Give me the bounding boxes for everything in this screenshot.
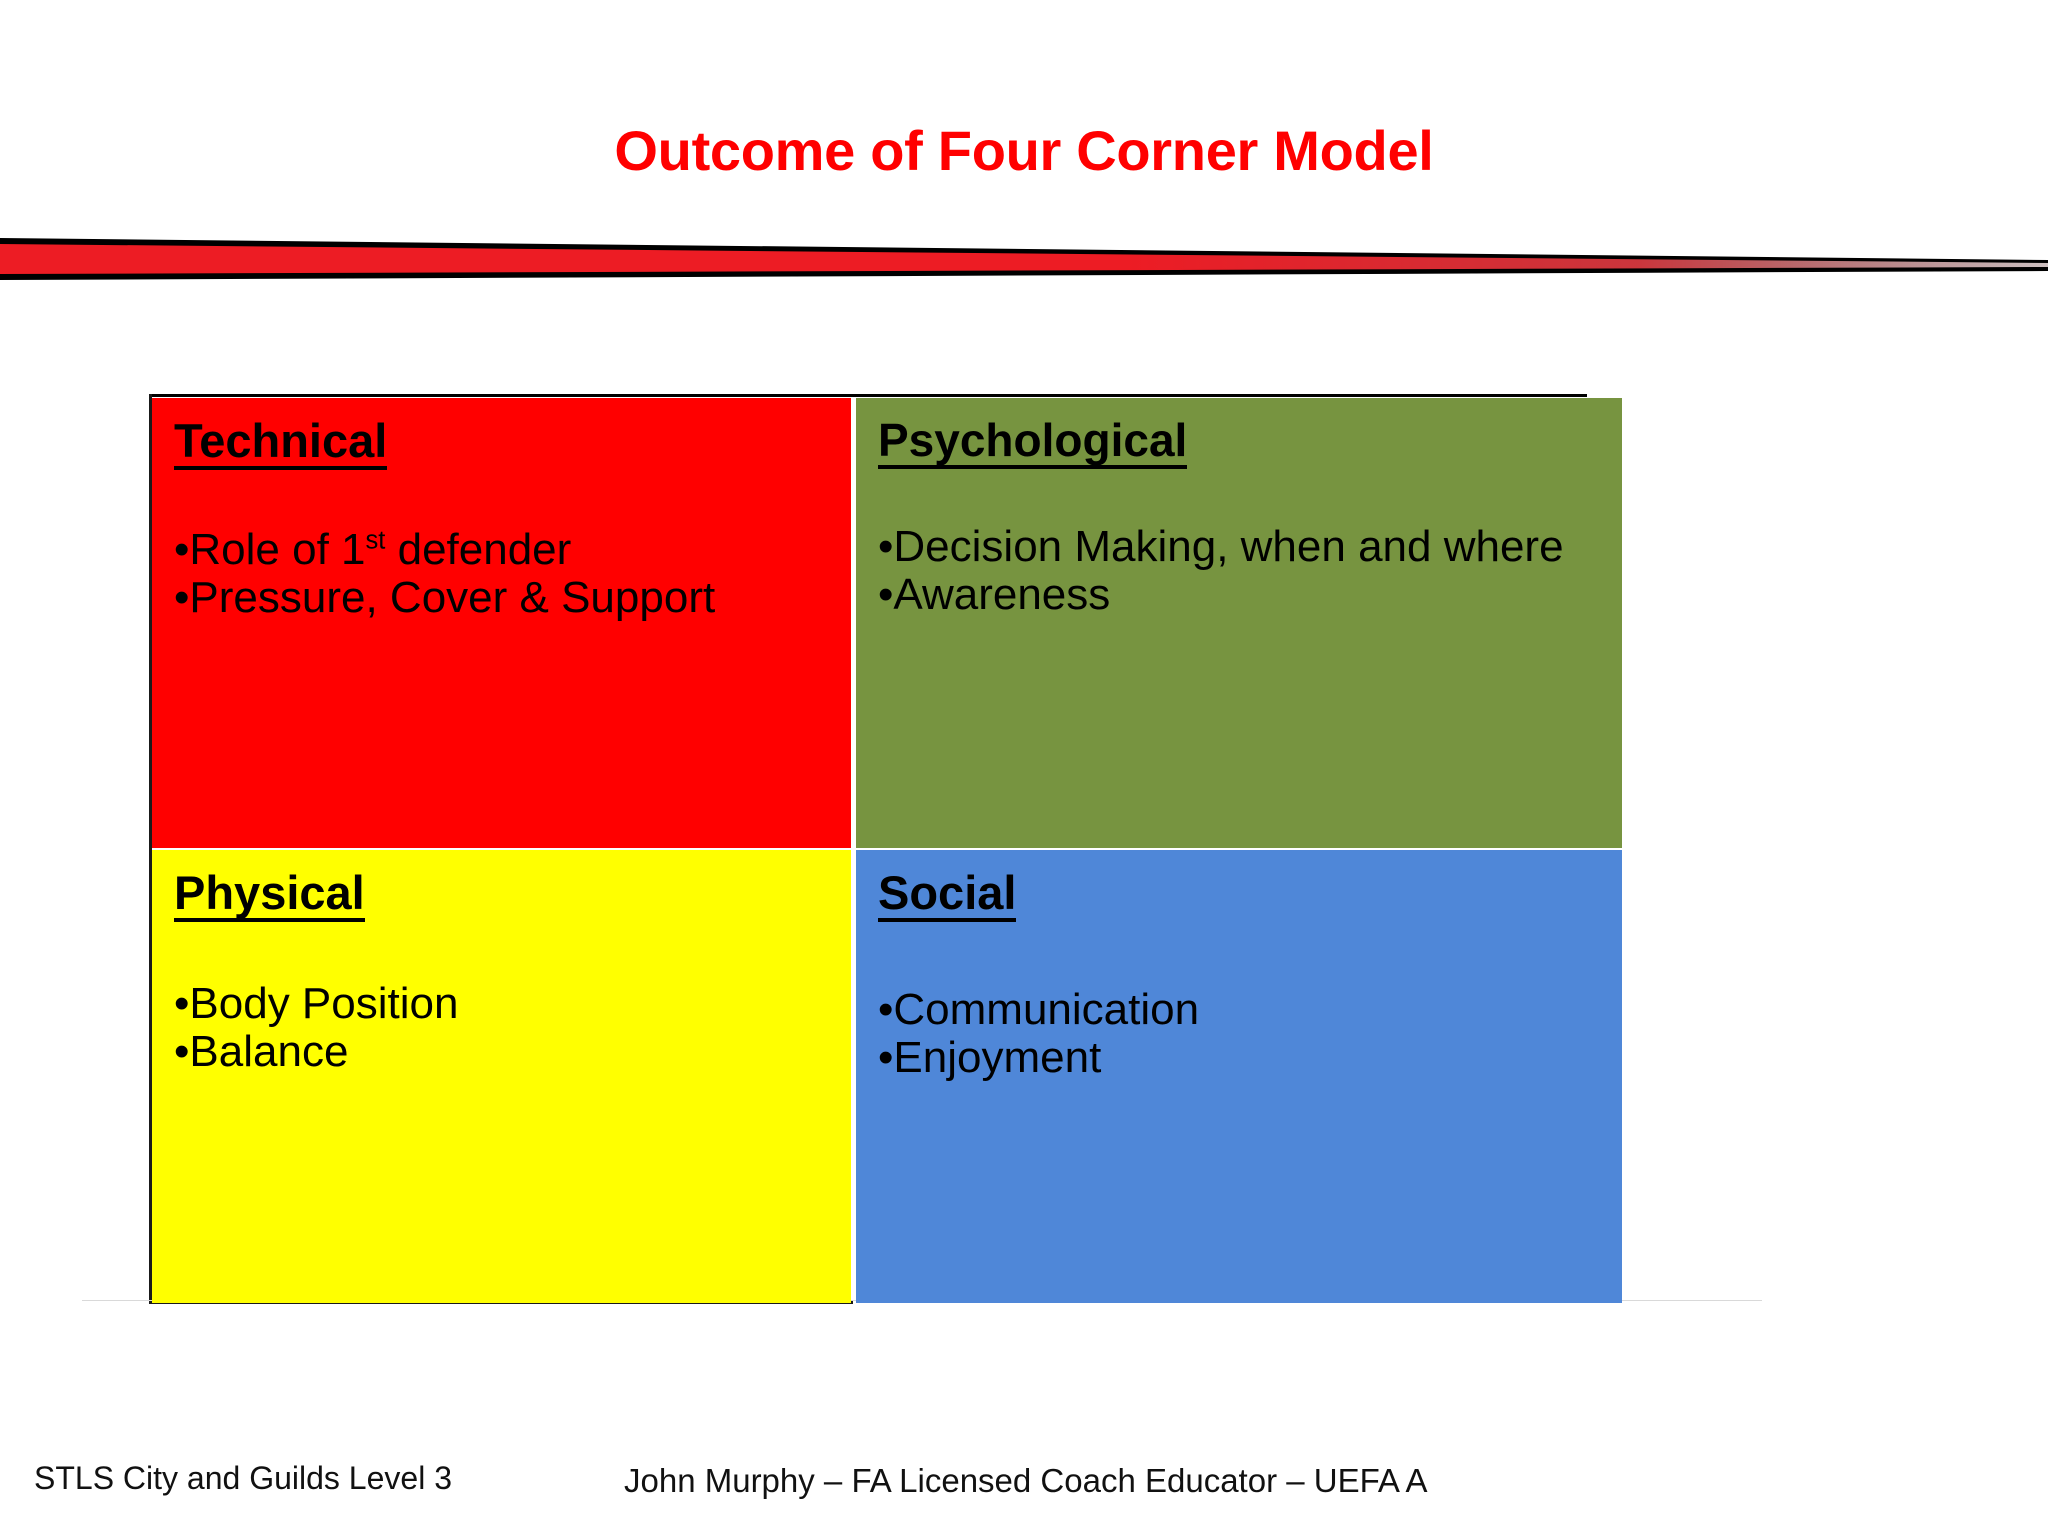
bullet-glyph: • (174, 572, 190, 622)
ordinal-suffix: st (365, 526, 386, 555)
bullet-glyph: • (174, 525, 190, 575)
quadrant-physical-heading: Physical (174, 868, 365, 923)
quadrant-technical-bullets: •Role of 1st defender •Pressure, Cover &… (174, 526, 851, 621)
list-item: •Body Position (174, 980, 851, 1028)
quadrant-psychological-heading: Psychological (878, 416, 1188, 470)
grid-border-top (152, 394, 1587, 397)
four-corner-grid: Technical •Role of 1st defender •Pressur… (82, 394, 1762, 1304)
bullet-glyph: • (174, 1026, 190, 1076)
quadrant-physical[interactable]: Physical •Body Position •Balance (152, 850, 851, 1303)
list-item: •Communication (878, 986, 1622, 1034)
footer-course-label: STLS City and Guilds Level 3 (34, 1460, 452, 1496)
bullet-text: Balance (189, 1026, 349, 1076)
quadrant-social-heading: Social (878, 868, 1017, 923)
quadrant-social-bullets: •Communication •Enjoyment (878, 986, 1622, 1081)
quadrant-psychological-bullets: •Decision Making, when and where •Awaren… (878, 523, 1622, 618)
list-item: •Awareness (878, 571, 1622, 619)
bullet-glyph: • (878, 985, 894, 1035)
bullet-text: Pressure, Cover & Support (189, 572, 716, 622)
bullet-glyph: • (878, 1032, 894, 1082)
list-item: •Role of 1st defender (174, 526, 851, 574)
quadrant-psychological[interactable]: Psychological •Decision Making, when and… (856, 398, 1622, 848)
list-item: •Pressure, Cover & Support (174, 574, 851, 622)
footer-author-label: John Murphy – FA Licensed Coach Educator… (624, 1462, 1428, 1499)
bullet-text: Body Position (189, 979, 459, 1029)
bullet-text: Decision Making, when and where (893, 522, 1564, 572)
divider-shape (0, 238, 2048, 280)
bullet-text: Awareness (893, 569, 1111, 619)
list-item: •Decision Making, when and where (878, 523, 1622, 571)
quadrant-technical[interactable]: Technical •Role of 1st defender •Pressur… (152, 398, 851, 848)
list-item: •Balance (174, 1028, 851, 1076)
bullet-glyph: • (174, 979, 190, 1029)
bullet-text: Enjoyment (893, 1032, 1102, 1082)
bullet-text-tail: defender (385, 525, 572, 575)
bullet-glyph: • (878, 522, 894, 572)
list-item: •Enjoyment (878, 1034, 1622, 1082)
bullet-text: Communication (893, 985, 1200, 1035)
grid-border-left (149, 394, 152, 1303)
bullet-text: Role of 1 (189, 525, 366, 575)
quadrant-physical-bullets: •Body Position •Balance (174, 980, 851, 1075)
page-title: Outcome of Four Corner Model (614, 119, 1434, 182)
quadrant-social[interactable]: Social •Communication •Enjoyment (856, 850, 1622, 1303)
quadrant-technical-heading: Technical (174, 416, 388, 471)
title-divider-rule (0, 236, 2048, 282)
bullet-glyph: • (878, 569, 894, 619)
